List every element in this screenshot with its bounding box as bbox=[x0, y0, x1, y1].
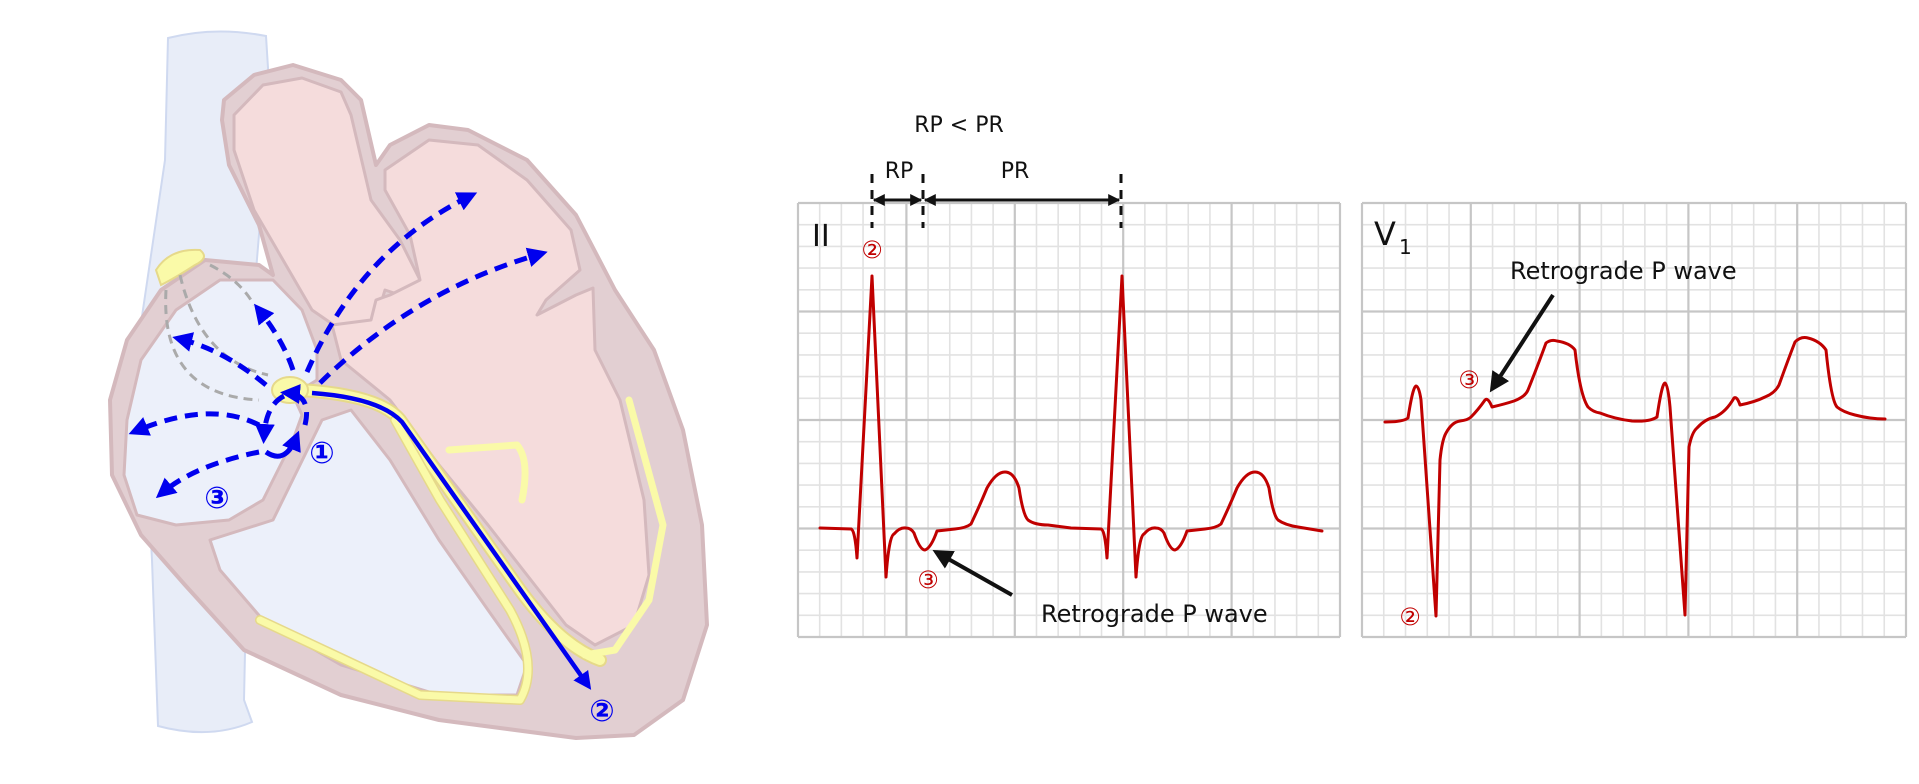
lead-v1-label: V bbox=[1374, 215, 1396, 253]
lead-v1-p-marker: ③ bbox=[1458, 366, 1480, 394]
lead-v1-qrs-marker: ② bbox=[1399, 603, 1421, 631]
retrograde-activation-arrows bbox=[128, 192, 548, 499]
lead-v1-callout: Retrograde P wave bbox=[1510, 257, 1737, 285]
internodal-pathways bbox=[164, 263, 269, 402]
lead-v1-trace bbox=[1383, 336, 1887, 618]
lead-v1-callout-arrow bbox=[1489, 293, 1555, 393]
lead-ii-callout-arrow bbox=[932, 550, 1013, 597]
rp-label: RP bbox=[885, 159, 914, 184]
lead-ii-trace bbox=[818, 274, 1324, 579]
heart-diagram: ① ③ ② bbox=[108, 30, 709, 740]
lead-v1-label-subscript: 1 bbox=[1399, 235, 1412, 259]
ecg-grid-lead-v1 bbox=[1360, 201, 1908, 639]
lead-ii-callout: Retrograde P wave bbox=[1041, 600, 1268, 628]
sa-node bbox=[154, 248, 205, 287]
rp-pr-comparison: RP < PR bbox=[914, 113, 1004, 138]
lead-ii-qrs-marker: ② bbox=[861, 236, 883, 264]
lead-v1-panel: V 1 ③ ② Retrograde P wave bbox=[1374, 215, 1887, 631]
marker-av-node: ① bbox=[309, 436, 334, 471]
interval-annotation: RP < PR RP PR bbox=[870, 113, 1123, 228]
antegrade-his-purkinje-arrow bbox=[311, 390, 592, 690]
marker-atrial-retrograde: ③ bbox=[204, 481, 229, 516]
lead-ii-panel: II ② ③ Retrograde P wave bbox=[812, 219, 1324, 628]
lead-ii-p-marker: ③ bbox=[917, 566, 939, 594]
lead-ii-label: II bbox=[812, 219, 830, 254]
marker-his-purkinje: ② bbox=[589, 694, 614, 729]
pr-label: PR bbox=[1001, 159, 1030, 184]
